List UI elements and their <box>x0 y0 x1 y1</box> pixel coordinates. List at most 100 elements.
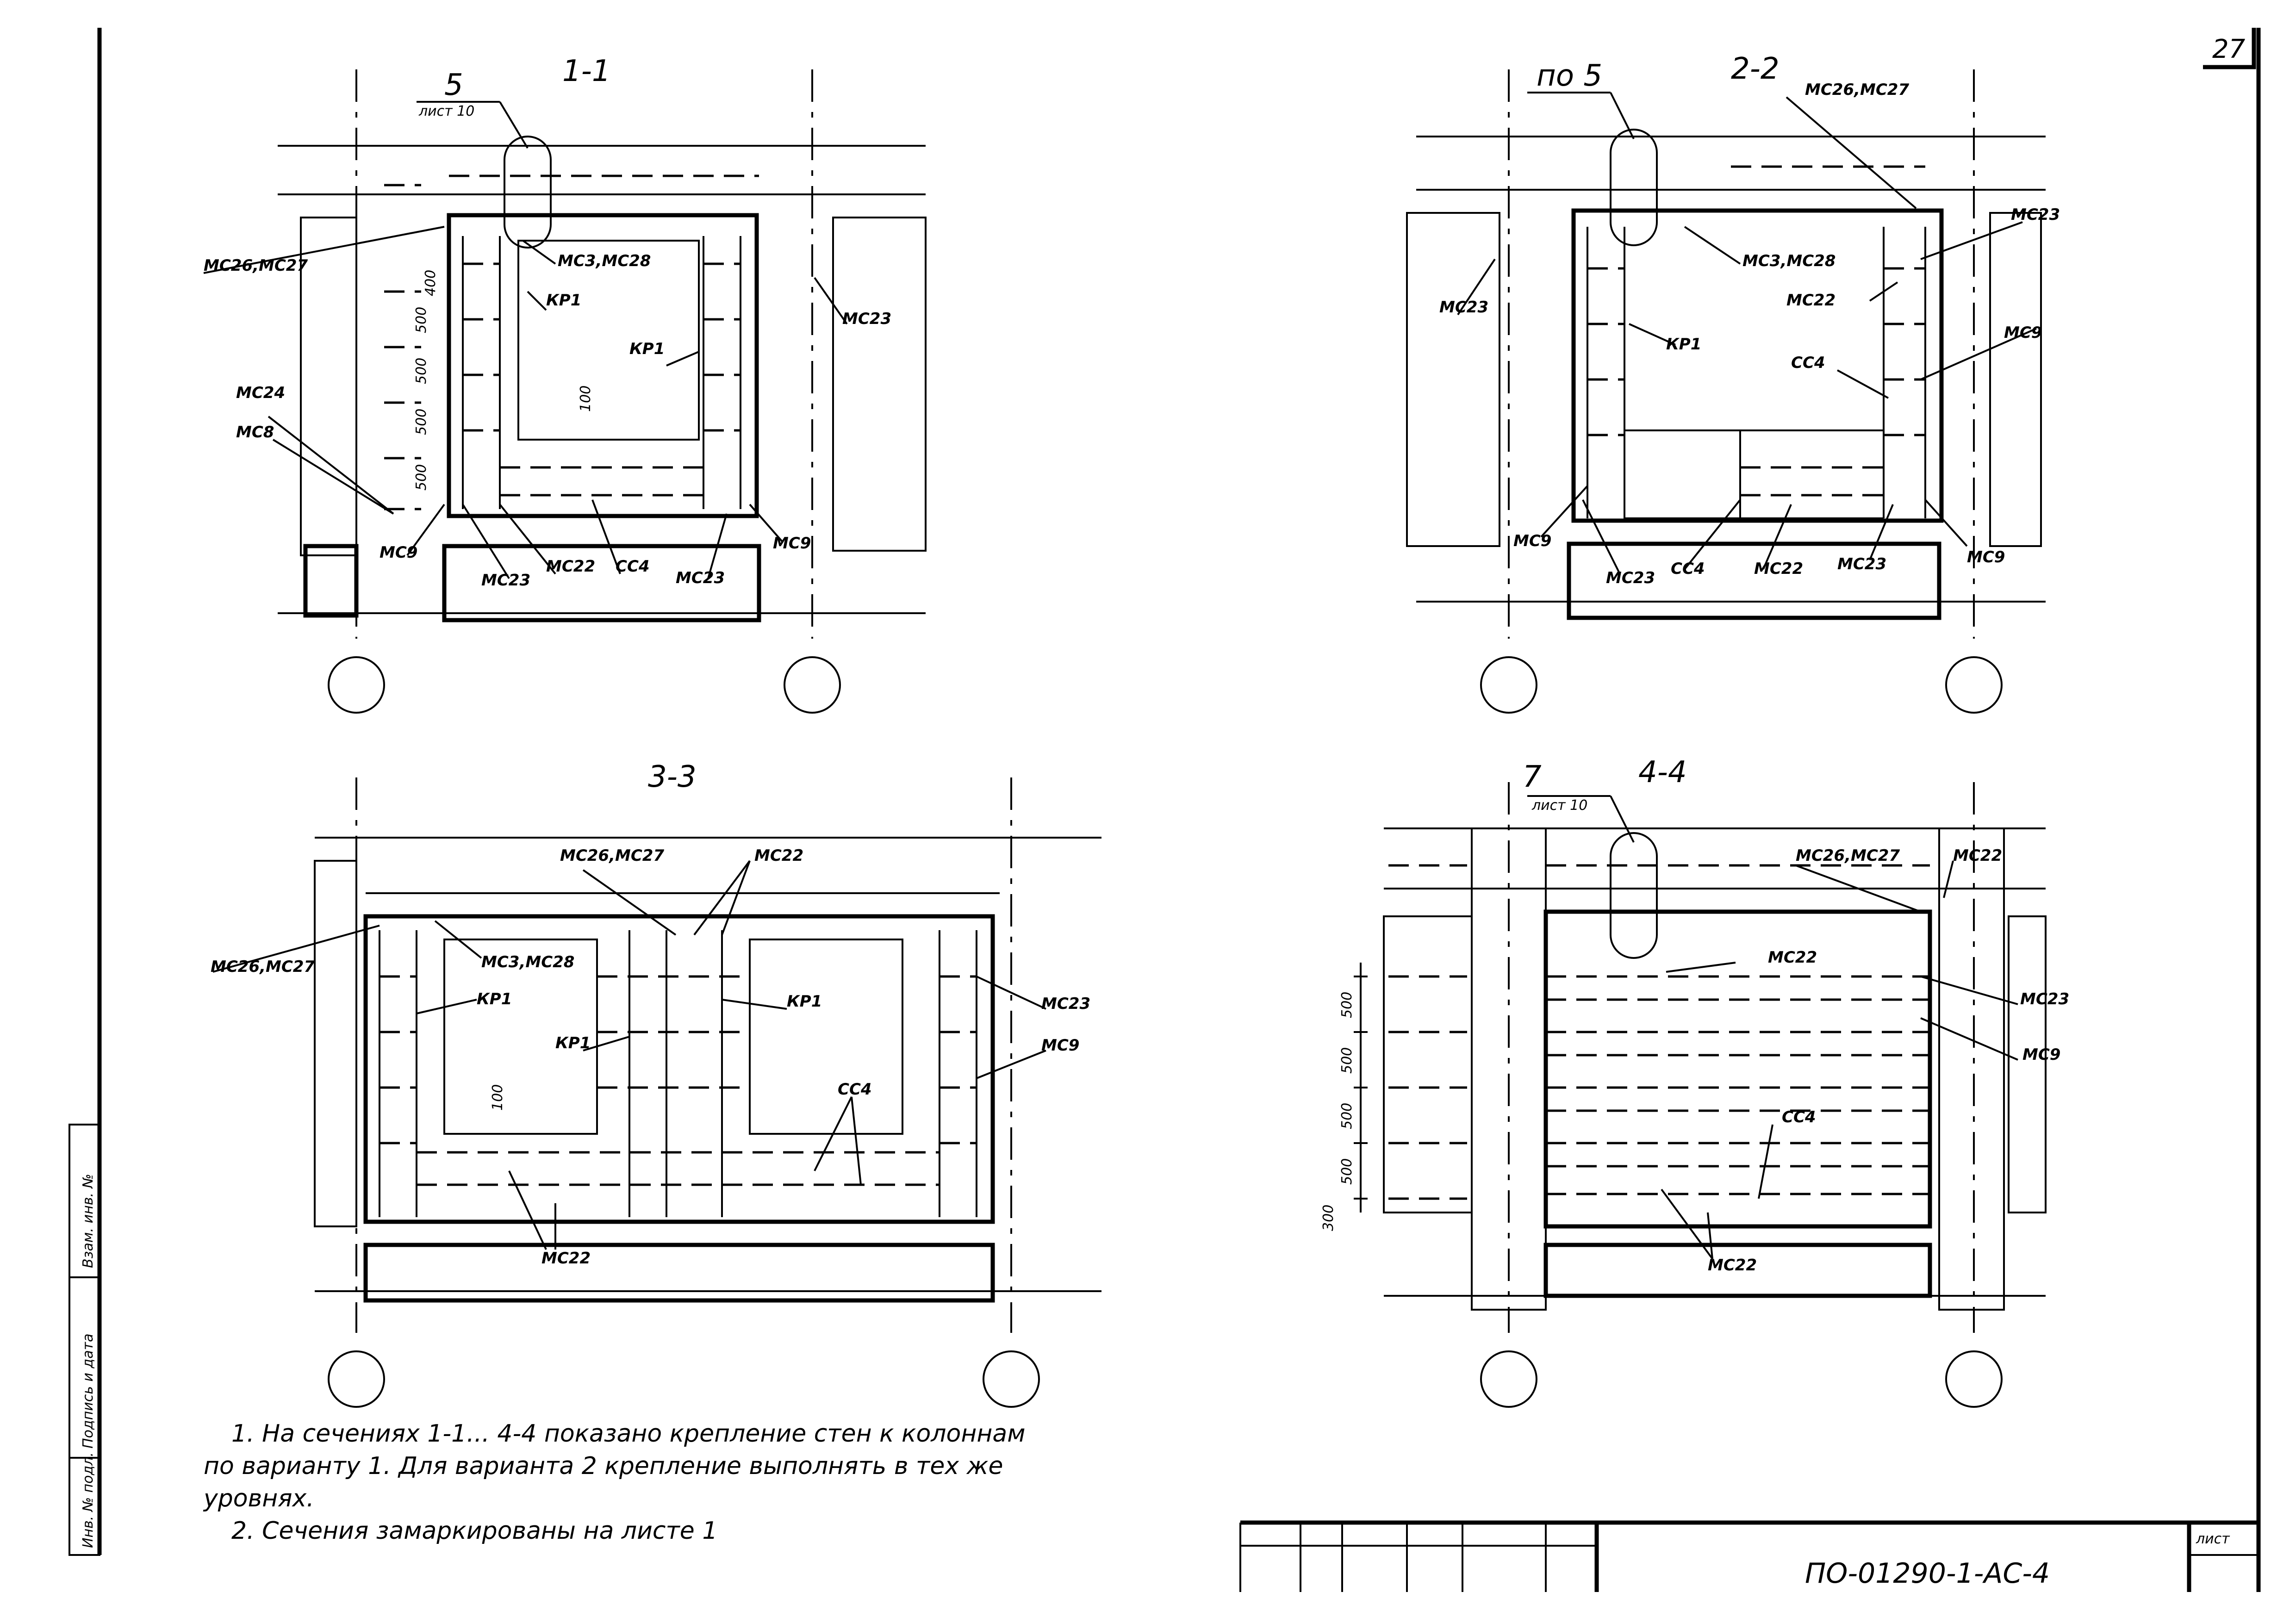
label-ms23: МС23 <box>1439 298 1488 317</box>
label-ms9: МС9 <box>1041 1036 1079 1055</box>
dim-100: 100 <box>578 386 594 412</box>
page-number: 27 <box>2212 34 2246 64</box>
dim-500: 500 <box>1339 992 1355 1018</box>
note-line-4: 2. Сечения замаркированы на листе 1 <box>231 1517 717 1545</box>
label-kr1: КР1 <box>629 340 665 358</box>
sheet-frame: 27 <box>97 28 2261 1592</box>
wall-panel-frame <box>1571 208 1944 523</box>
label-ms22: МС22 <box>1953 846 2002 865</box>
axis-bubble <box>328 1350 385 1408</box>
label-ms23: МС23 <box>481 571 530 590</box>
section-title-1-1: 1-1 <box>562 54 611 88</box>
axis-bubble <box>1480 656 1537 714</box>
label-ms26-ms27: МС26,МС27 <box>1805 81 1909 99</box>
stamp-inv-no: Инв. № подл. <box>80 1452 96 1548</box>
label-ms23: МС23 <box>1837 555 1886 573</box>
document-code: ПО-01290-1-АС-4 <box>1805 1557 2050 1590</box>
callout-ellipse <box>1610 129 1658 246</box>
label-ms23: МС23 <box>2011 205 2060 224</box>
callout-ellipse <box>1610 832 1658 959</box>
label-ms24: МС24 <box>236 384 285 402</box>
section-title-2-2: 2-2 <box>1731 52 1780 86</box>
section-1-1: 1-1 5 лист 10 <box>203 54 927 714</box>
dim-500: 500 <box>1339 1047 1355 1074</box>
label-ss4: СС4 <box>616 557 650 576</box>
label-ms26-ms27: МС26,МС27 <box>560 846 664 865</box>
axis-bubble <box>1945 1350 2003 1408</box>
label-ms23: МС23 <box>1606 569 1655 587</box>
label-ms9: МС9 <box>2004 323 2042 342</box>
label-ms9: МС9 <box>380 543 417 562</box>
label-ms9: МС9 <box>1967 548 2005 566</box>
label-ms23: МС23 <box>676 569 725 587</box>
label-kr1: КР1 <box>477 990 512 1008</box>
dim-100: 100 <box>490 1084 506 1111</box>
label-ms22: МС22 <box>1708 1256 1757 1275</box>
label-ss4: СС4 <box>1782 1108 1816 1126</box>
ref-number: по 5 <box>1537 59 1602 93</box>
label-ms22: МС22 <box>546 557 595 576</box>
label-ms3-ms28: МС3,МС28 <box>1742 252 1836 270</box>
left-stamp: Инв. № подл. Подпись и дата Взам. инв. № <box>68 1124 100 1556</box>
label-kr1: КР1 <box>787 992 822 1011</box>
dim-500: 500 <box>413 307 429 333</box>
section-title-3-3: 3-3 <box>648 760 697 794</box>
dim-500: 500 <box>1339 1158 1355 1185</box>
label-ms22: МС22 <box>754 846 803 865</box>
label-kr1: КР1 <box>555 1034 591 1052</box>
label-ss4: СС4 <box>1791 354 1825 372</box>
label-ms26-ms27: МС26,МС27 <box>211 958 315 976</box>
axis-bubble <box>983 1350 1040 1408</box>
section-3-3: 3-3 <box>211 760 1101 1408</box>
label-ms9: МС9 <box>773 534 811 553</box>
label-kr1: КР1 <box>1666 335 1701 354</box>
label-ms3-ms28: МС3,МС28 <box>481 953 574 971</box>
wall-panel-frame <box>447 213 759 518</box>
stamp-signature-date: Подпись и дата <box>80 1334 96 1449</box>
label-ms23: МС23 <box>2020 990 2069 1008</box>
label-ms26-ms27: МС26,МС27 <box>204 256 308 275</box>
window-opening <box>749 939 903 1135</box>
dim-500: 500 <box>413 464 429 491</box>
label-ms9: МС9 <box>1513 532 1551 550</box>
callout-ellipse <box>504 136 552 249</box>
ref-sheet: лист 10 <box>418 103 474 119</box>
wall-panel-frame <box>363 914 995 1224</box>
ref-number: 7 <box>1523 760 1542 794</box>
dim-500: 500 <box>413 358 429 384</box>
label-ms23: МС23 <box>842 310 891 328</box>
note-line-2: по варианту 1. Для варианта 2 крепление … <box>204 1452 1003 1480</box>
label-ms22: МС22 <box>1768 948 1817 967</box>
label-ms23: МС23 <box>1041 995 1090 1013</box>
section-4-4: 4-4 7 лист 10 <box>1320 755 2069 1408</box>
dim-500: 500 <box>413 409 429 435</box>
label-ms22: МС22 <box>1786 291 1836 310</box>
section-title-4-4: 4-4 <box>1638 755 1687 790</box>
sheet-label: лист <box>2196 1531 2230 1547</box>
label-ss4: СС4 <box>838 1080 872 1099</box>
wall-panel-frame <box>1543 909 1932 1229</box>
label-ss4: СС4 <box>1671 560 1705 578</box>
label-ms26-ms27: МС26,МС27 <box>1796 846 1900 865</box>
label-ms22: МС22 <box>541 1249 591 1268</box>
label-ms9: МС9 <box>2022 1045 2060 1064</box>
window-opening <box>443 939 598 1135</box>
ref-sheet: лист 10 <box>1531 797 1587 814</box>
note-line-1: 1. На сечениях 1-1... 4-4 показано крепл… <box>231 1420 1025 1448</box>
stamp-replaced-inv: Взам. инв. № <box>80 1174 96 1268</box>
note-line-3: уровнях. <box>203 1485 314 1512</box>
dim-400: 400 <box>423 270 439 296</box>
axis-bubble <box>784 656 841 714</box>
ref-number: 5 <box>444 68 463 102</box>
axis-bubble <box>1480 1350 1537 1408</box>
dim-500: 500 <box>1339 1103 1355 1129</box>
general-notes: 1. На сечениях 1-1... 4-4 показано крепл… <box>203 1420 1025 1545</box>
axis-bubble <box>1945 656 2003 714</box>
axis-bubble <box>328 656 385 714</box>
title-block: ПО-01290-1-АС-4 лист <box>1239 1520 2259 1592</box>
label-ms3-ms28: МС3,МС28 <box>558 252 651 270</box>
window-opening <box>517 240 700 441</box>
label-ms22: МС22 <box>1754 560 1803 578</box>
label-ms8: МС8 <box>236 423 274 442</box>
